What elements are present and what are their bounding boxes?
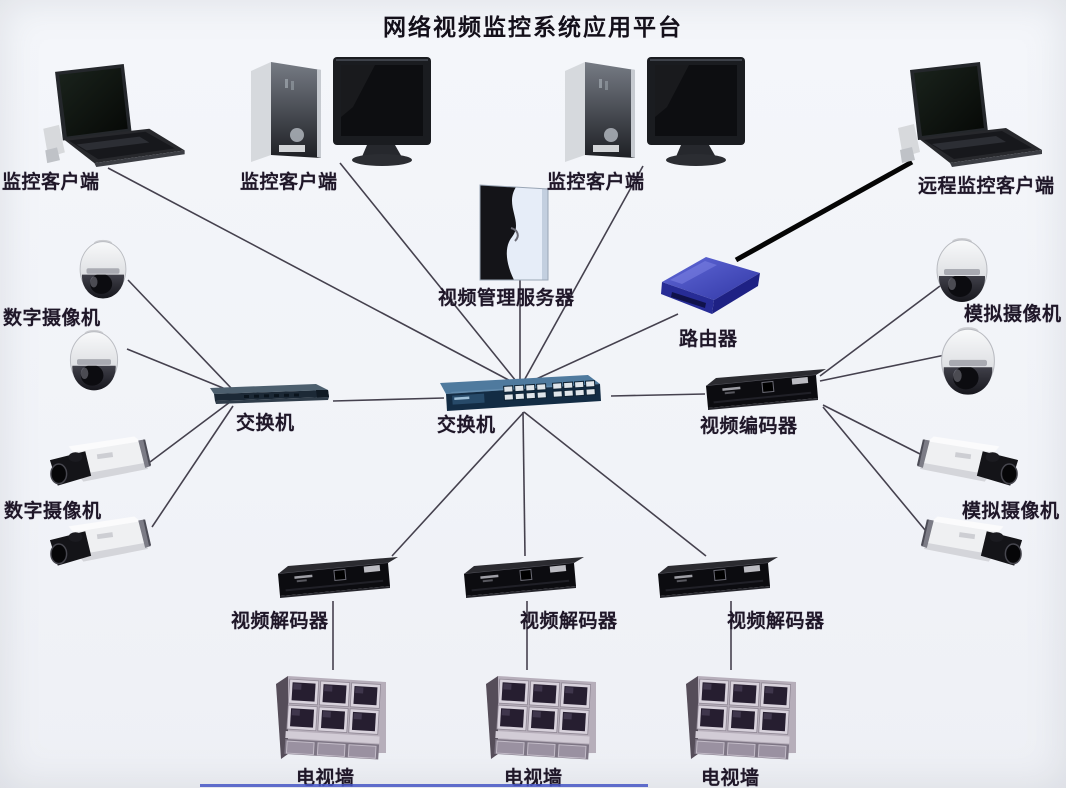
edge-domeL2-switchL	[126, 348, 229, 391]
edge-client2-switch	[339, 162, 521, 387]
edge-encoder-boxR1	[822, 404, 929, 459]
tv-wall-icon	[484, 666, 602, 764]
desktop-computer-icon	[242, 55, 434, 167]
label-digital-cameras-bottom: 数字摄像机	[4, 501, 102, 522]
video-decoder-icon	[272, 552, 402, 602]
edge-router-switch	[520, 313, 679, 387]
edge-encoder-domeR2	[819, 354, 946, 382]
edge-remote-router-thick	[734, 159, 914, 263]
label-video-decoder-3: 视频解码器	[727, 611, 825, 632]
box-camera-icon	[916, 436, 1022, 492]
tv-wall-icon	[684, 666, 802, 764]
desktop-computer-icon	[556, 55, 748, 167]
dome-camera-icon	[70, 238, 136, 304]
label-digital-cameras-top: 数字摄像机	[3, 308, 101, 329]
edge-encoder-domeR1	[819, 285, 941, 377]
diagram-title: 网络视频监控系统应用平台	[383, 14, 683, 40]
label-tv-wall-1: 电视墙	[296, 768, 355, 788]
edge-boxL2-switchL	[151, 405, 234, 528]
tv-wall-icon	[274, 666, 392, 764]
box-camera-icon	[46, 516, 152, 572]
video-decoder-icon	[458, 552, 588, 602]
label-analog-cameras-bottom: 模拟摄像机	[962, 501, 1060, 522]
label-monitor-client-2: 监控客户端	[240, 172, 338, 193]
video-decoder-icon	[652, 552, 782, 602]
edge-client1-switch	[107, 167, 521, 387]
dome-camera-icon	[926, 236, 998, 308]
label-router: 路由器	[679, 329, 738, 350]
router-icon	[650, 248, 772, 326]
edge-switchL-switchC	[332, 397, 445, 402]
label-tv-wall-3: 电视墙	[701, 768, 760, 788]
edge-client3-switch	[520, 165, 644, 387]
label-analog-cameras-top: 模拟摄像机	[964, 304, 1062, 325]
laptop-icon	[33, 62, 191, 170]
label-video-decoder-2: 视频解码器	[520, 611, 618, 632]
edge-domeL1-switchL	[127, 279, 233, 390]
label-monitor-client-1: 监控客户端	[2, 172, 100, 193]
label-switch-center: 交换机	[437, 415, 496, 436]
edge-boxL1-switchL	[149, 401, 231, 463]
edge-switchC-encoder	[610, 393, 706, 397]
switch-icon	[440, 370, 612, 414]
server-icon	[460, 180, 568, 286]
label-video-decoder-1: 视频解码器	[231, 611, 329, 632]
edge-switchC-decoder3	[523, 411, 707, 557]
box-camera-icon	[920, 516, 1026, 572]
dome-camera-icon	[60, 328, 128, 396]
label-monitor-client-3: 监控客户端	[547, 172, 645, 193]
switch-icon	[210, 380, 334, 406]
label-tv-wall-2: 电视墙	[504, 768, 563, 788]
label-switch-left: 交换机	[236, 413, 295, 434]
label-video-encoder: 视频编码器	[700, 416, 798, 437]
box-camera-icon	[46, 436, 152, 492]
edge-switchC-decoder1	[391, 411, 525, 557]
edge-encoder-boxR2	[822, 406, 931, 537]
label-video-server: 视频管理服务器	[438, 288, 575, 309]
video-encoder-icon	[700, 364, 830, 414]
label-remote-client: 远程监控客户端	[918, 176, 1055, 197]
dome-camera-icon	[930, 325, 1006, 401]
bottom-blue-strip	[200, 784, 648, 787]
laptop-icon	[888, 60, 1048, 170]
edge-switchC-decoder2	[522, 411, 526, 557]
